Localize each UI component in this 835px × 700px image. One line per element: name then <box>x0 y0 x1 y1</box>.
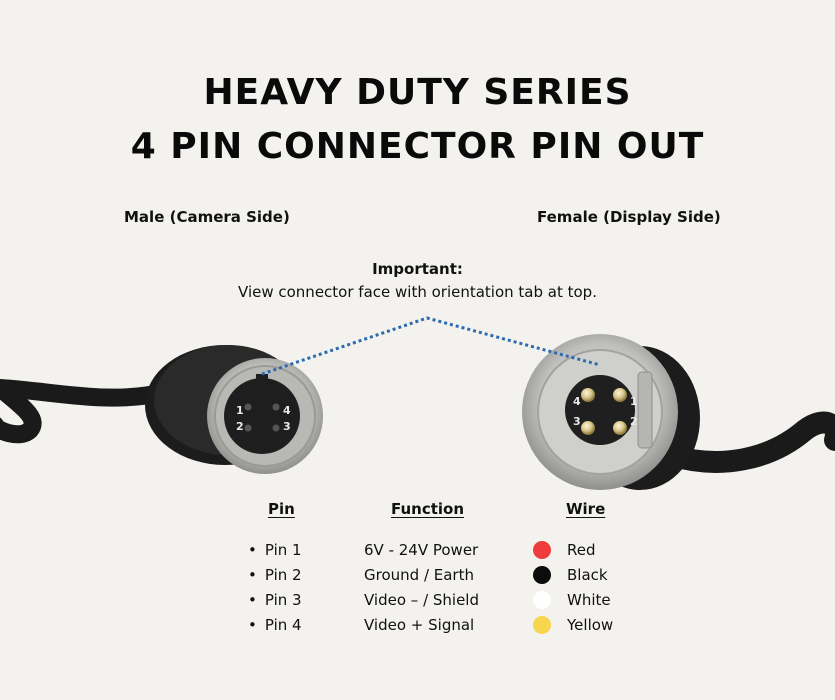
title-line-1: HEAVY DUTY SERIES <box>203 72 632 113</box>
female-pin <box>581 421 595 435</box>
male-side-label: Male (Camera Side) <box>124 208 290 226</box>
column-header-pin: Pin <box>268 500 295 518</box>
pin-function: Video + Signal <box>364 616 475 634</box>
female-side-label: Female (Display Side) <box>537 208 721 226</box>
female-pin <box>613 388 627 402</box>
wire-color-dot <box>533 541 551 559</box>
title-line-2: 4 PIN CONNECTOR PIN OUT <box>130 126 705 167</box>
male-cable <box>0 379 174 444</box>
wire-color-dot <box>533 591 551 609</box>
male-pin-hole <box>244 403 252 411</box>
pin-label: Pin 1 <box>248 540 302 560</box>
wire-color-label: Black <box>567 566 608 584</box>
male-pin-number-2: 2 <box>236 420 244 433</box>
wire-color-label: White <box>567 591 611 609</box>
pin-label: Pin 3 <box>248 590 302 610</box>
column-header-function: Function <box>391 500 465 518</box>
pin-function: Video – / Shield <box>364 591 479 609</box>
female-pin-number-1: 1 <box>630 395 638 408</box>
male-pin-hole <box>272 403 280 411</box>
important-text: View connector face with orientation tab… <box>238 283 597 301</box>
female-cable <box>659 411 835 473</box>
female-pin-number-2: 2 <box>630 415 638 428</box>
wire-color-label: Yellow <box>567 616 614 634</box>
male-pin-hole <box>244 424 252 432</box>
female-pin <box>613 421 627 435</box>
pin-label: Pin 4 <box>248 615 302 635</box>
male-pin-number-4: 4 <box>283 404 291 417</box>
pin-label: Pin 2 <box>248 565 302 585</box>
important-title: Important: <box>372 260 463 278</box>
pin-function: Ground / Earth <box>364 566 474 584</box>
female-pin-number-4: 4 <box>573 395 581 408</box>
column-header-wire: Wire <box>566 500 606 518</box>
wire-color-label: Red <box>567 541 596 559</box>
male-pin-number-1: 1 <box>236 404 244 417</box>
male-pin-hole <box>272 424 280 432</box>
pin-function: 6V - 24V Power <box>364 541 479 559</box>
male-pin-number-3: 3 <box>283 420 291 433</box>
connector-diagram: 1 4 2 3 4 1 3 2 <box>0 316 835 490</box>
female-pin <box>581 388 595 402</box>
female-pin-number-3: 3 <box>573 415 581 428</box>
wire-color-dot <box>533 566 551 584</box>
orientation-dotted-line <box>261 316 601 376</box>
wire-color-dot <box>533 616 551 634</box>
